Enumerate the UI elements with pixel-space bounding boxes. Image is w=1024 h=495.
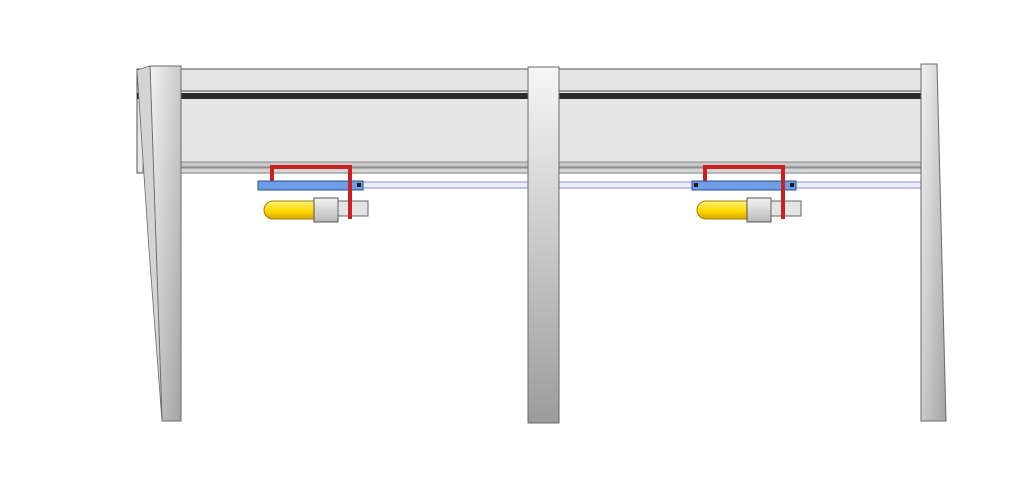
carriage-bolt-left: [357, 183, 361, 187]
drive-unit-right: [691, 165, 802, 223]
gearbox-flange-right: [770, 200, 802, 217]
drive-unit-left: [257, 165, 369, 223]
gearbox-left: [313, 197, 339, 223]
carriage-left: [257, 180, 364, 191]
carriage-bolt-right-b: [790, 183, 794, 187]
gearbox-right: [746, 197, 772, 223]
carriage-right: [691, 180, 797, 191]
left-column-edge: [136, 65, 163, 422]
motor-body-right: [696, 200, 749, 220]
gearbox-flange-left: [337, 200, 369, 217]
middle-column: [527, 66, 560, 424]
motor-body-left: [263, 200, 316, 220]
carriage-bolt-right-a: [694, 183, 698, 187]
right-column: [920, 63, 947, 422]
support-columns: [136, 63, 947, 424]
